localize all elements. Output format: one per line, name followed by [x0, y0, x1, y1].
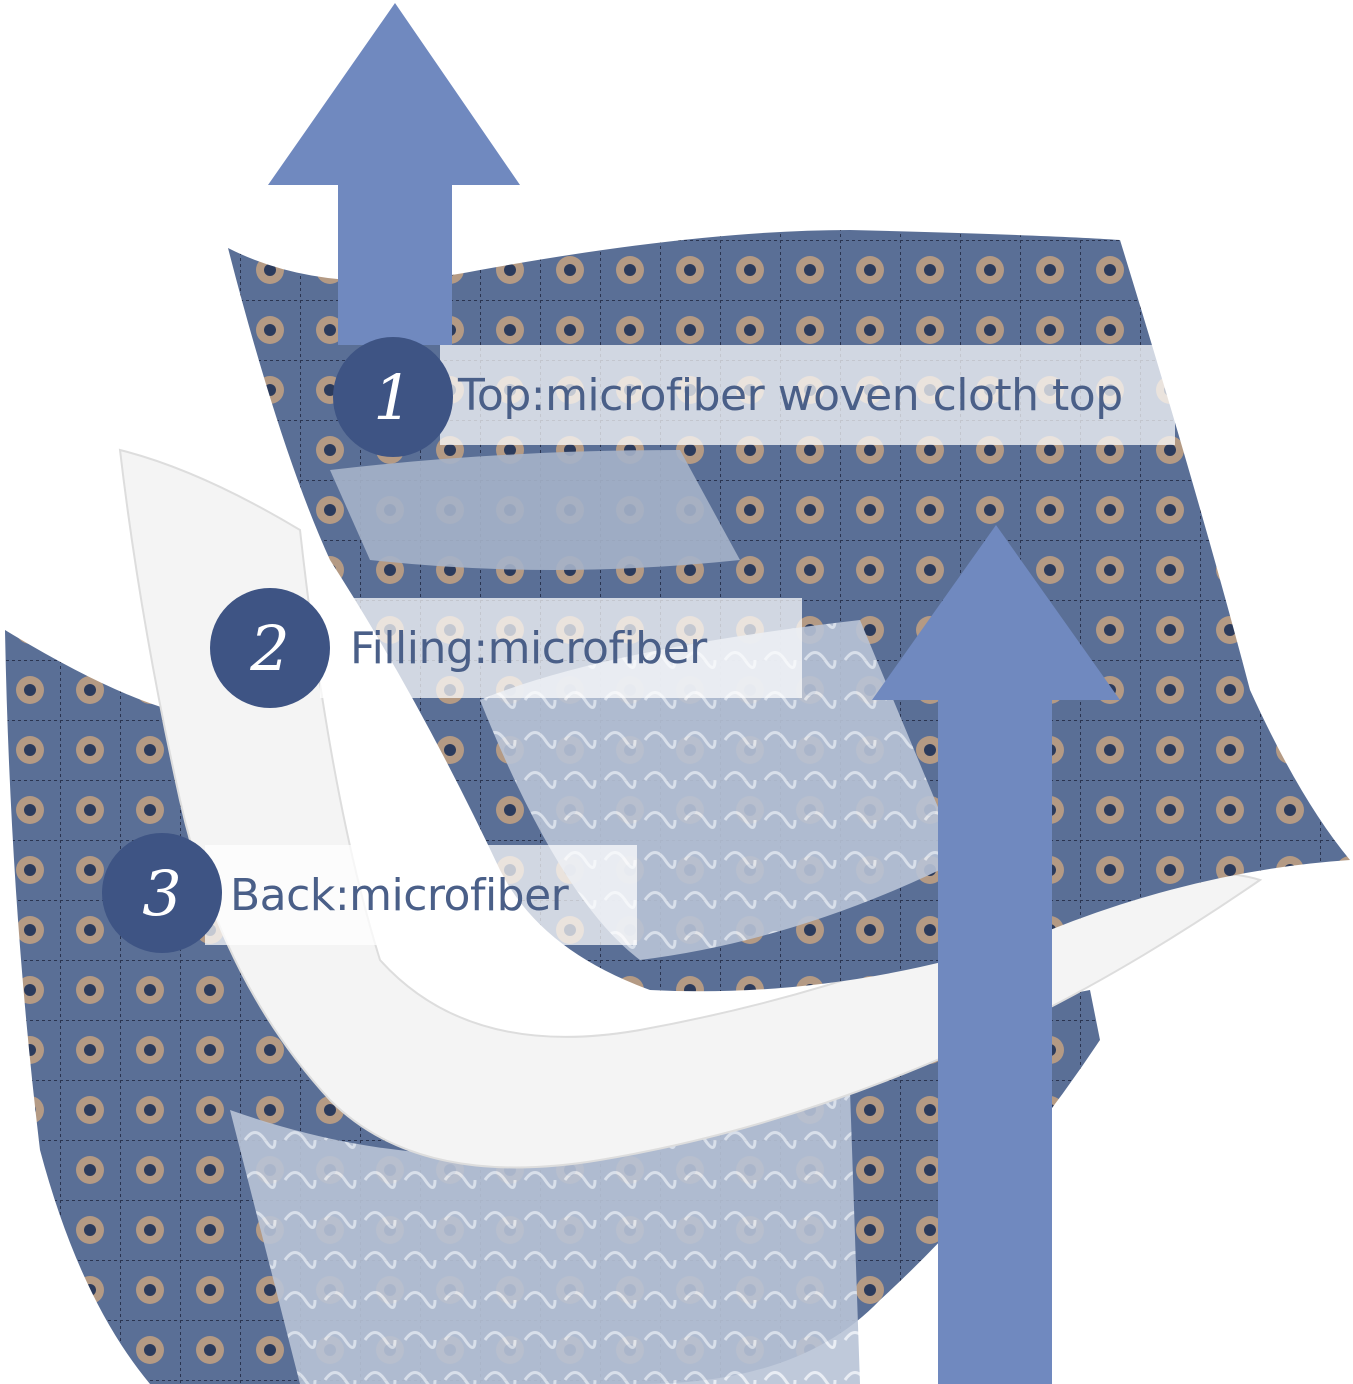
layer-label-text: Top:microfiber woven cloth top [458, 369, 1123, 421]
layer-number-badge: 3 [102, 833, 222, 953]
layer-label-text: Filling:microfiber [350, 622, 707, 674]
layer-label-text: Back:microfiber [230, 869, 569, 921]
layer-number-badge: 1 [333, 337, 453, 457]
layer-label-filling: Filling:microfiber [320, 598, 802, 698]
arrow-up-icon [872, 525, 1120, 1384]
layer-label-back: Back:microfiber [205, 845, 637, 945]
layer-number-badge: 2 [210, 588, 330, 708]
layer-label-top: Top:microfiber woven cloth top [440, 345, 1175, 445]
arrow-up-icon [268, 3, 520, 345]
